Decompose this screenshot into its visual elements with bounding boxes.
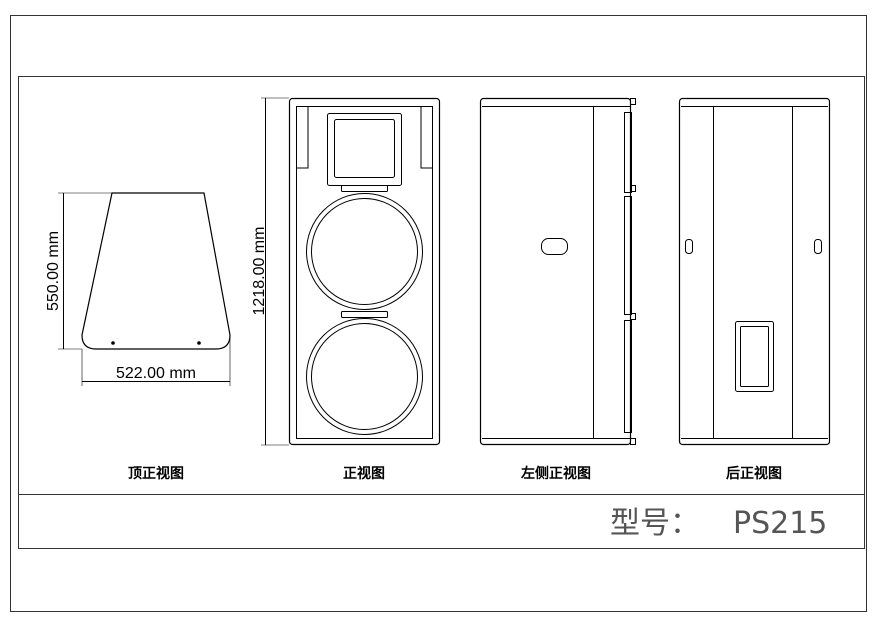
caption-rear-view: 后正视图 [726, 465, 782, 482]
front-view: 1218.00 mm [251, 97, 441, 446]
horn-inner [334, 119, 395, 178]
mount-point [111, 341, 115, 345]
mount-point [197, 341, 201, 345]
model-label: 型号： [610, 506, 700, 541]
rear-module [624, 196, 632, 315]
rear-cabinet-outline [678, 97, 831, 446]
top-view: 550.00 mm 522.00 mm [45, 192, 231, 386]
input-panel-outer [735, 321, 774, 392]
input-panel-inner [740, 326, 769, 387]
caption-left-side-view: 左侧正视图 [520, 465, 591, 482]
side-handle [541, 238, 568, 255]
side-bracket [630, 185, 636, 192]
woofer-lower-surround [306, 318, 423, 435]
depth-dimension-label: 550.00 mm [45, 231, 62, 311]
left-side-view [479, 97, 636, 446]
side-bracket [630, 98, 636, 105]
rear-module [624, 112, 632, 193]
horn-outer [327, 113, 402, 186]
rear-handle-right [814, 239, 822, 254]
grille-frame [296, 106, 433, 439]
rear-handle-left [685, 239, 693, 254]
rear-module [624, 320, 632, 433]
side-cabinet-outline [479, 97, 632, 446]
caption-front-view: 正视图 [343, 465, 385, 482]
height-dimension-label: 1218.00 mm [251, 227, 268, 316]
outer-frame [10, 15, 867, 612]
woofer-upper-surround [306, 193, 423, 310]
woofer-upper-cone [311, 198, 418, 305]
model-number: PS215 [733, 506, 827, 541]
handle-slot [341, 185, 388, 192]
handle-slot [341, 311, 388, 318]
caption-top-view: 顶正视图 [128, 465, 184, 482]
cabinet-outline [288, 97, 441, 446]
side-bracket [630, 313, 636, 320]
rear-view [678, 97, 831, 446]
side-bracket [630, 438, 636, 445]
drawing-area-frame [18, 76, 865, 549]
width-dimension-label: 522.00 mm [116, 365, 196, 382]
woofer-lower-cone [311, 323, 418, 430]
top-view-outline [81, 192, 231, 350]
horn-recess [297, 107, 432, 169]
